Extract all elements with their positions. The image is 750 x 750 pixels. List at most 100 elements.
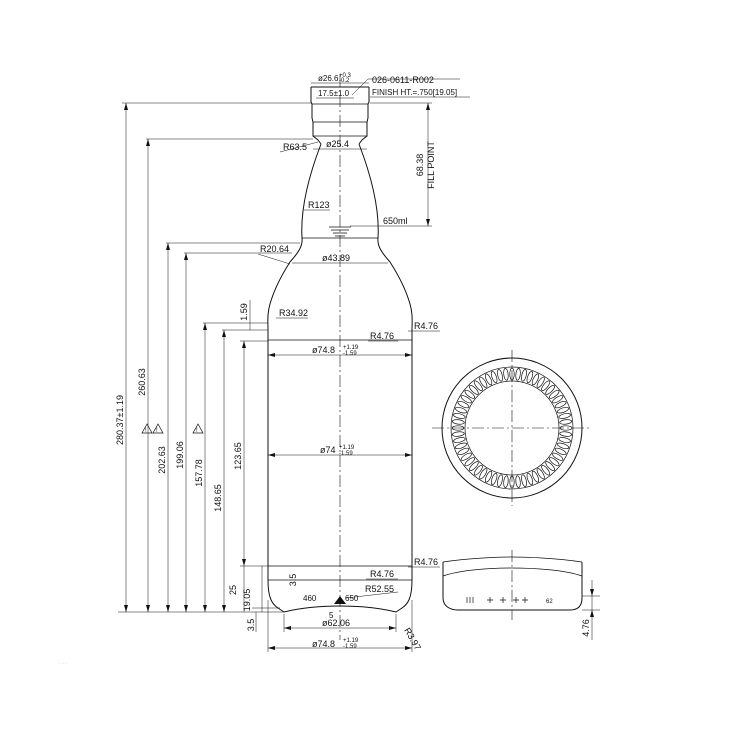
knurl-loop [556, 406, 570, 414]
finish-height-label: 17.5±1.0 [318, 89, 350, 98]
upper-dia-label: ø74.8 [312, 345, 335, 355]
bottom-dia-label: ø74.8 [312, 639, 335, 649]
height-3-5-inner-label: 3.5 [288, 574, 298, 587]
knurl-loop [554, 400, 567, 409]
finish-dia-tol-upper: +0.3 [339, 73, 352, 79]
knurl-loop [545, 461, 556, 472]
knurl-loop [497, 474, 503, 487]
base-gap-label: 5 [329, 611, 334, 620]
knurl-loop [541, 464, 551, 476]
height-157-label: 157.78 [194, 459, 204, 487]
knurl-loop [536, 468, 545, 480]
knurl-loop [460, 395, 472, 404]
bottom-dia-tol-lower: -1.59 [343, 644, 357, 650]
height-3-5-label: 3.5 [246, 619, 256, 632]
neck-annotations: ø26.6 +0.3 -0.2 17.5±1.0 026-0611-R002 F… [257, 73, 470, 319]
svg-text:···: ··· [58, 658, 68, 669]
knurl-loop [531, 470, 540, 483]
knurl-loop [545, 384, 556, 395]
upper-dia-tol-upper: +1.19 [343, 345, 359, 351]
height-148-label: 148.65 [213, 484, 223, 512]
height-202-label: 202.63 [157, 446, 167, 474]
knurl-loop [453, 413, 466, 419]
svg-text:!: ! [145, 428, 147, 434]
knurl-loop [454, 406, 468, 414]
knurl-loop [521, 369, 527, 382]
part-number: 026-0611-R002 [372, 75, 434, 85]
knurl-loop [464, 457, 476, 467]
base-detail: 62 4.76 [442, 550, 600, 640]
knurl-loop [452, 419, 465, 425]
height-123-label: 123.65 [233, 442, 243, 470]
knurl-loop [497, 369, 503, 382]
base-mark-right: 650 [345, 594, 359, 603]
knurl-loop [454, 442, 468, 450]
radius-lower-right-2-label: R4.76 [370, 569, 394, 579]
knurl-loop [468, 384, 479, 395]
knurl-loop [559, 419, 572, 425]
capacity-label: 650ml [383, 216, 408, 226]
knurl-loop [503, 368, 509, 381]
knurl-loop [515, 368, 521, 381]
mid-dia-tol-lower: -1.59 [339, 451, 353, 457]
knurl-depth-label: 4.76 [581, 619, 591, 637]
svg-text:!: ! [156, 428, 158, 434]
radius-20-label: R20.64 [260, 244, 289, 254]
knurl-loop [521, 474, 527, 487]
upper-dia-tol-lower: -1.59 [343, 351, 357, 357]
fill-point-label: FILL POINT [426, 141, 436, 189]
knurl-loop [490, 370, 498, 384]
knurl-loop [515, 475, 521, 488]
radius-123-label: R123 [308, 200, 330, 210]
radius-34-label: R34.92 [279, 308, 308, 318]
knurl-loop [558, 437, 571, 443]
neck-dia-label: ø25.4 [326, 139, 349, 149]
knurl-loop [552, 452, 564, 461]
knurl-loop [556, 442, 570, 450]
knurl-loop [503, 475, 509, 488]
height-260-label: 260.63 [137, 368, 147, 396]
knurl-loop [479, 468, 488, 480]
knurl-loop [453, 437, 466, 443]
svg-text:!: ! [196, 428, 198, 434]
bottom-view [432, 350, 592, 506]
knurl-loop [552, 395, 564, 404]
knurl-loop [473, 464, 483, 476]
finish-height-note: FINISH HT.=.750[19.05] [372, 88, 457, 97]
knurl-loop [479, 376, 488, 388]
knurl-loop [484, 470, 493, 483]
height-dimensions: ! ! ! 280.37±1.19 260.63 202.63 199.06 1… [115, 102, 313, 632]
knurl-loop [526, 370, 534, 384]
knurl-loop [457, 400, 470, 409]
finish-dia-label: ø26.6 [318, 74, 339, 83]
radius-63-label: R63.5 [283, 142, 307, 152]
shoulder-dia-label: ø43.89 [322, 253, 350, 263]
knurl-loop [457, 447, 470, 456]
knurl-loop [464, 389, 476, 399]
knurl-loop [468, 461, 479, 472]
base-detail-mark: 62 [546, 599, 553, 605]
mid-dia-tol-upper: +1.19 [339, 445, 355, 451]
finish-dia-tol-lower: -0.2 [339, 78, 350, 84]
radius-upper-right-2-label: R4.76 [370, 331, 394, 341]
fill-point-value: 68.38 [415, 154, 425, 177]
knurl-loop [531, 373, 540, 386]
knurl-loop [526, 472, 534, 486]
knurl-loop [536, 376, 545, 388]
base-dia-label: ø62.06 [322, 618, 350, 628]
warning-triangle-icon: ! ! ! [141, 423, 204, 434]
radius-lower-right-label: R4.76 [414, 557, 438, 567]
body-annotations: R4.76 R4.76 ø74.8 +1.19 -1.59 ø74 +1.19 … [267, 321, 440, 652]
knurl-loop [541, 380, 551, 392]
knurl-loop [548, 457, 560, 467]
knurl-loop [558, 413, 571, 419]
mid-dia-label: ø74 [320, 445, 336, 455]
knurl-loop [548, 389, 560, 399]
height-199-label: 199.06 [175, 441, 185, 469]
knurl-loop [473, 380, 483, 392]
knurl-loop [559, 431, 572, 437]
knurl-loop [460, 452, 472, 461]
height-19-label: 19.05 [242, 589, 252, 612]
height-25-label: 25 [228, 585, 238, 595]
